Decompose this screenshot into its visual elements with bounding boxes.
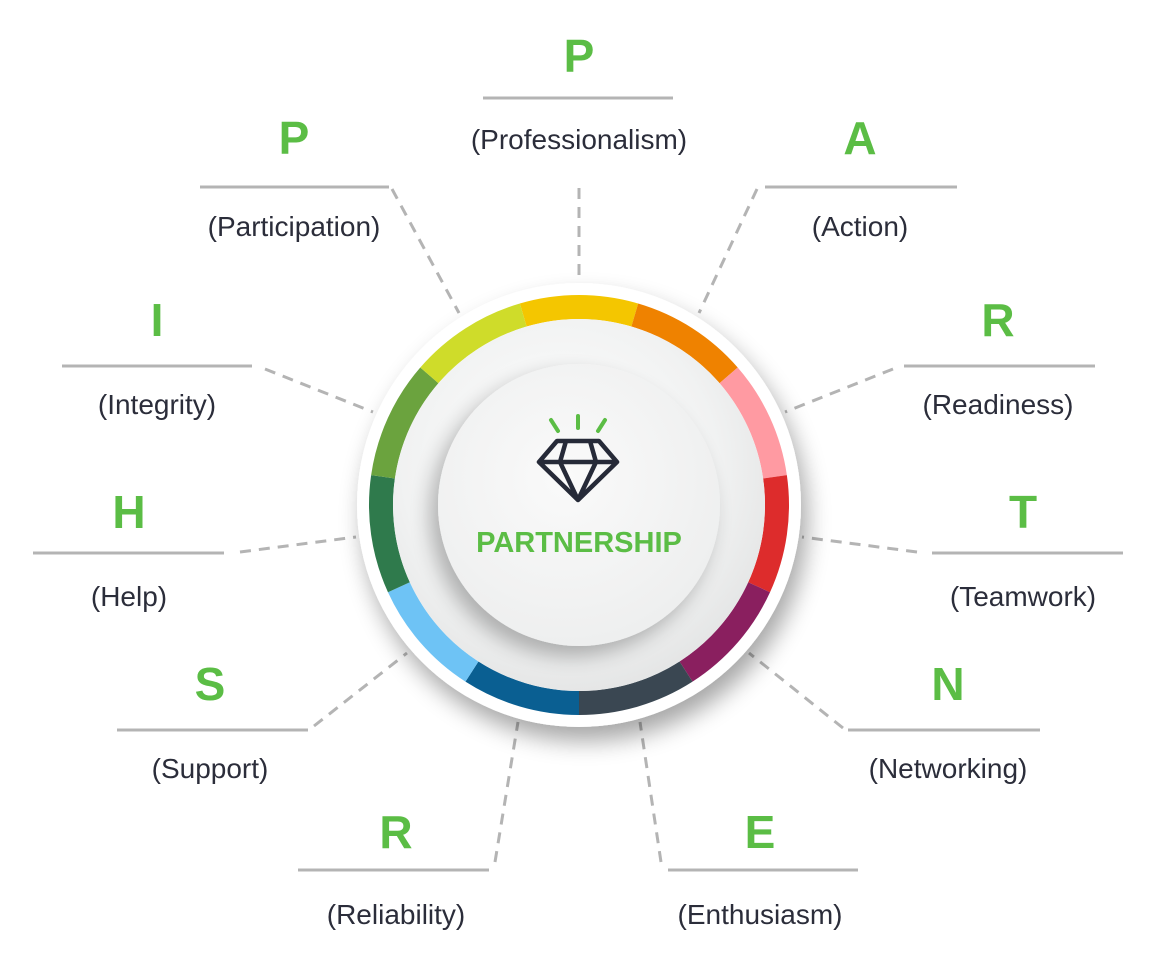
- acronym-word: (Readiness): [923, 389, 1074, 420]
- connector-line: [493, 721, 520, 863]
- center-label: PARTNERSHIP: [476, 527, 682, 559]
- connector-line: [801, 535, 918, 554]
- connector-line: [697, 188, 759, 314]
- connector-line: [784, 367, 894, 414]
- acronym-word: (Networking): [869, 753, 1028, 784]
- acronym-word: (Help): [91, 581, 167, 612]
- connector-line: [313, 651, 408, 728]
- color-ring: [369, 295, 789, 715]
- connector-line: [390, 188, 461, 314]
- ring-segment: [579, 661, 693, 715]
- connector-line: [239, 535, 357, 554]
- acronym-word: (Integrity): [98, 389, 216, 420]
- acronym-letter: N: [931, 658, 964, 710]
- ring-segment: [420, 303, 527, 384]
- ring-segment: [748, 475, 789, 593]
- acronym-letter: H: [112, 486, 145, 538]
- acronym-word: (Teamwork): [950, 581, 1096, 612]
- ring-segment: [371, 367, 439, 479]
- acronym-letter: P: [564, 30, 595, 82]
- ring-segment: [679, 582, 771, 682]
- connector-line: [638, 721, 663, 863]
- ring-segment: [519, 295, 639, 327]
- connector-lines: [239, 188, 918, 863]
- acronym-letter: T: [1009, 486, 1037, 538]
- center-inner-disc: [438, 364, 720, 646]
- acronym-letter: R: [981, 294, 1014, 346]
- acronym-letter: E: [745, 806, 776, 858]
- acronym-word: (Professionalism): [471, 124, 687, 155]
- acronym-word: (Support): [152, 753, 269, 784]
- acronym-letter: A: [843, 112, 876, 164]
- heading-rules: [33, 96, 1123, 872]
- ring-segment: [369, 475, 410, 593]
- acronym-letter: P: [279, 112, 310, 164]
- acronym-word: (Participation): [208, 211, 381, 242]
- ring-segment: [631, 303, 738, 384]
- ring-segment: [465, 661, 579, 715]
- acronym-word: (Enthusiasm): [678, 899, 843, 930]
- acronym-letter: S: [195, 658, 226, 710]
- connector-line: [748, 651, 844, 730]
- acronym-word: (Action): [812, 211, 908, 242]
- acronym-labels: P (Professionalism) A (Action) R (Readiness) T…: [91, 30, 1096, 930]
- acronym-letter: R: [379, 806, 412, 858]
- ring-segment: [387, 582, 479, 682]
- diamond-icon: [536, 414, 620, 503]
- ring-segment: [719, 367, 787, 479]
- acronym-word: (Reliability): [327, 899, 465, 930]
- acronym-letter: I: [151, 294, 164, 346]
- connector-line: [264, 367, 374, 414]
